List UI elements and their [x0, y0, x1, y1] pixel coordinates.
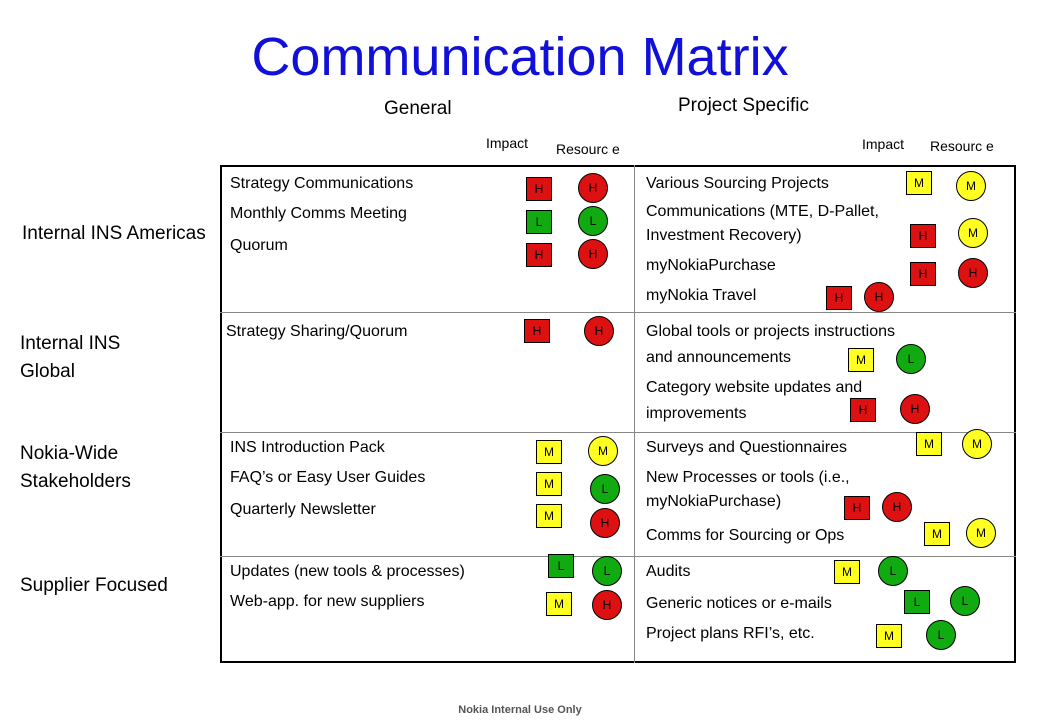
impact-rating-marker: M [848, 348, 874, 372]
matrix-item: Strategy Communications [230, 175, 414, 192]
resource-rating-marker: L [926, 620, 956, 650]
resource-rating-marker: L [590, 474, 620, 504]
general-impact-header: Impact [486, 135, 529, 151]
matrix-item: FAQ’s or Easy User Guides [230, 469, 426, 486]
matrix-item: Updates (new tools & processes) [230, 563, 465, 580]
resource-rating-marker: M [962, 429, 992, 459]
impact-rating-marker: M [536, 472, 562, 496]
impact-rating-marker: M [924, 522, 950, 546]
page-title: Communication Matrix [251, 27, 789, 87]
resource-rating-marker: H [578, 173, 608, 203]
matrix-item: Category website updates and [646, 379, 863, 396]
matrix-row-divider [220, 312, 1016, 313]
impact-rating-marker: M [906, 171, 932, 195]
matrix-item: Global tools or projects instructions [646, 323, 895, 340]
impact-rating-marker: H [850, 398, 876, 422]
matrix-item: Audits [646, 563, 691, 580]
footer-note: Nokia Internal Use Only [458, 704, 582, 716]
project-specific-column-header: Project Specific [678, 95, 809, 116]
matrix-item: Comms for Sourcing or Ops [646, 527, 845, 544]
project-impact-header: Impact [862, 136, 905, 152]
matrix-item: Generic notices or e-mails [646, 595, 832, 612]
impact-rating-marker: H [910, 224, 936, 248]
row-label-internal-ins-global: Internal INS Global [20, 333, 121, 382]
impact-rating-marker: M [536, 440, 562, 464]
general-resource-header: Resourc e [556, 141, 620, 157]
matrix-item: Quarterly Newsletter [230, 501, 376, 518]
matrix-item: Quorum [230, 237, 288, 254]
resource-rating-marker: H [578, 239, 608, 269]
impact-rating-marker: M [536, 504, 562, 528]
matrix-item: Strategy Sharing/Quorum [226, 323, 408, 340]
row-label-supplier-focused: Supplier Focused [20, 575, 168, 596]
general-column-header: General [384, 98, 452, 119]
impact-rating-marker: H [826, 286, 852, 310]
matrix-row-divider [220, 556, 1016, 557]
matrix-item: Investment Recovery) [646, 227, 802, 244]
impact-rating-marker: M [876, 624, 902, 648]
matrix-item: myNokiaPurchase [646, 257, 776, 274]
matrix-item: improvements [646, 405, 747, 422]
row-label-internal-ins-americas: Internal INS Americas [22, 223, 206, 244]
project-resource-header: Resourc e [930, 138, 994, 154]
resource-rating-marker: H [958, 258, 988, 288]
matrix-item: Monthly Comms Meeting [230, 205, 407, 222]
resource-rating-marker: H [590, 508, 620, 538]
resource-rating-marker: M [958, 218, 988, 248]
matrix-item: Surveys and Questionnaires [646, 439, 847, 456]
matrix-item: INS Introduction Pack [230, 439, 385, 456]
impact-rating-marker: L [526, 210, 552, 234]
matrix-item: Communications (MTE, D-Pallet, [646, 203, 879, 220]
matrix-item: Web-app. for new suppliers [230, 593, 425, 610]
resource-rating-marker: L [950, 586, 980, 616]
impact-rating-marker: L [904, 590, 930, 614]
resource-rating-marker: H [592, 590, 622, 620]
matrix-row-divider [220, 432, 1016, 433]
impact-rating-marker: M [834, 560, 860, 584]
resource-rating-marker: L [578, 206, 608, 236]
resource-rating-marker: H [900, 394, 930, 424]
resource-rating-marker: H [882, 492, 912, 522]
matrix-column-divider [634, 165, 635, 663]
resource-rating-marker: M [966, 518, 996, 548]
resource-rating-marker: H [864, 282, 894, 312]
row-label-nokia-wide-stakeholders: Nokia-Wide Stakeholders [20, 443, 131, 492]
matrix-item: myNokiaPurchase) [646, 493, 782, 510]
matrix-item: Various Sourcing Projects [646, 175, 829, 192]
impact-rating-marker: H [844, 496, 870, 520]
impact-rating-marker: H [526, 243, 552, 267]
resource-rating-marker: M [588, 436, 618, 466]
impact-rating-marker: L [548, 554, 574, 578]
resource-rating-marker: L [592, 556, 622, 586]
matrix-item: myNokia Travel [646, 287, 757, 304]
impact-rating-marker: H [910, 262, 936, 286]
resource-rating-marker: L [878, 556, 908, 586]
resource-rating-marker: M [956, 171, 986, 201]
impact-rating-marker: M [546, 592, 572, 616]
impact-rating-marker: H [524, 319, 550, 343]
impact-rating-marker: H [526, 177, 552, 201]
resource-rating-marker: L [896, 344, 926, 374]
matrix-item: New Processes or tools (i.e., [646, 469, 850, 486]
resource-rating-marker: H [584, 316, 614, 346]
matrix-grid [220, 165, 1016, 663]
matrix-item: and announcements [646, 349, 791, 366]
impact-rating-marker: M [916, 432, 942, 456]
matrix-item: Project plans RFI’s, etc. [646, 625, 815, 642]
